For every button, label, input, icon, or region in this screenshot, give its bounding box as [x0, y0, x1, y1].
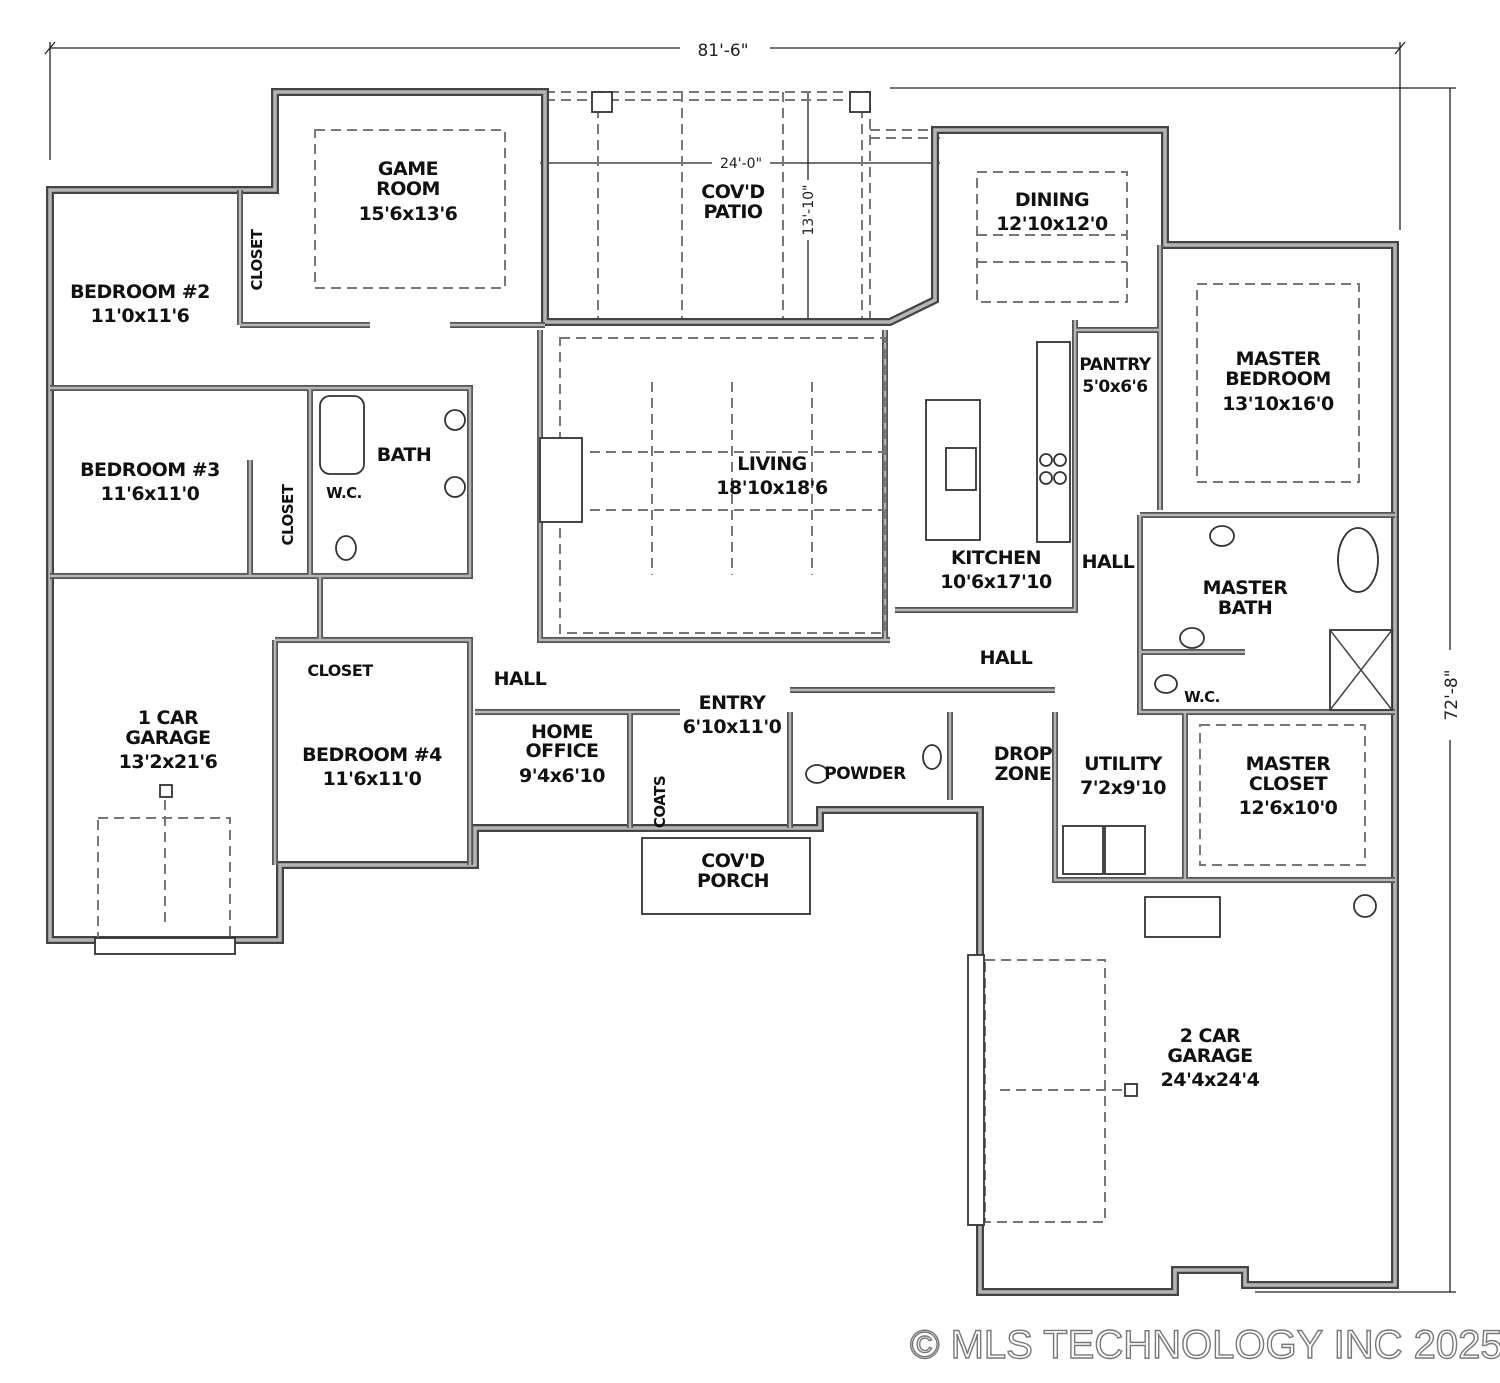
- covered-porch-outline: [641, 837, 811, 915]
- floor-drain-icon: [159, 784, 173, 798]
- room-name: W.C.: [1184, 688, 1220, 706]
- room-size: 13'10x16'0: [1222, 393, 1334, 415]
- room-size: 12'10x12'0: [996, 213, 1108, 235]
- room-name: PORCH: [697, 870, 769, 892]
- room-size: 18'10x18'6: [716, 477, 828, 499]
- sink-icon: [922, 744, 942, 770]
- room-size: 7'2x9'10: [1080, 777, 1166, 799]
- room-name: GARAGE: [1167, 1045, 1252, 1067]
- room-name: MASTER: [1246, 753, 1332, 775]
- room-name: POWDER: [824, 764, 906, 784]
- room-name: CLOSET: [248, 228, 266, 290]
- watermark: © MLS TECHNOLOGY INC 2025: [910, 1323, 1500, 1367]
- room-name: COATS: [651, 776, 669, 828]
- room-size: 11'6x11'0: [323, 768, 422, 790]
- patio-depth-label: 13'-10": [801, 185, 817, 236]
- bathtub-icon: [319, 395, 365, 475]
- room-name: BEDROOM: [1225, 368, 1331, 390]
- room-name: CLOSET: [307, 661, 373, 680]
- dryer-icon: [1104, 825, 1146, 875]
- room-size: 12'6x10'0: [1239, 797, 1338, 819]
- patio-width-dimension: 24'-0": [540, 152, 940, 172]
- room-size: 11'0x11'6: [91, 305, 190, 327]
- cooktop-burner-icon: [1053, 471, 1067, 485]
- room-name: BEDROOM #4: [302, 744, 442, 766]
- room-name: CLOSET: [279, 483, 297, 545]
- sink-icon: [444, 409, 466, 431]
- cooktop-burner-icon: [1039, 471, 1053, 485]
- toilet-icon: [805, 764, 829, 784]
- room-size: 6'10x11'0: [683, 716, 782, 738]
- covered-patio-outline: [545, 91, 940, 322]
- room-name: LIVING: [737, 453, 806, 475]
- room-name: GARAGE: [125, 727, 210, 749]
- garage-storage: [1144, 896, 1221, 938]
- interior-walls: [50, 190, 1395, 883]
- kitchen-counter: [1036, 341, 1071, 543]
- room-size: 9'4x6'10: [519, 765, 605, 787]
- room-name: COV'D: [701, 850, 764, 872]
- room-name: ENTRY: [699, 692, 766, 714]
- room-name: MASTER: [1236, 348, 1322, 370]
- room-name: ZONE: [995, 763, 1052, 785]
- room-size: 24'4x24'4: [1161, 1069, 1260, 1091]
- room-name: DINING: [1015, 189, 1089, 211]
- garage-door: [94, 937, 236, 955]
- room-size: 10'6x17'10: [940, 571, 1052, 593]
- room-labels: GAME ROOM 15'6x13'6 COV'D PATIO DINING 1…: [70, 158, 1338, 1091]
- patio-width-label: 24'-0": [720, 156, 762, 172]
- room-name: BEDROOM #2: [70, 281, 210, 303]
- cooktop-burner-icon: [1039, 453, 1053, 467]
- toilet-icon: [1154, 674, 1178, 694]
- bathtub-icon: [1337, 527, 1379, 593]
- overall-depth-dimension: 72'-8": [890, 87, 1464, 1293]
- exterior-walls: [46, 88, 1399, 1296]
- room-name: BATH: [1218, 597, 1273, 619]
- room-name: DROP: [994, 743, 1053, 765]
- sink-icon: [1179, 627, 1205, 649]
- kitchen-sink-icon: [945, 447, 977, 491]
- room-name: GAME: [378, 158, 438, 180]
- room-name: W.C.: [326, 484, 362, 502]
- toilet-icon: [335, 535, 357, 561]
- room-name: HALL: [494, 668, 547, 690]
- water-heater-icon: [1353, 894, 1377, 918]
- room-name: COV'D: [701, 181, 764, 203]
- room-name: HALL: [980, 647, 1033, 669]
- room-name: KITCHEN: [951, 547, 1041, 569]
- room-name: PANTRY: [1079, 355, 1152, 375]
- room-size: 15'6x13'6: [359, 203, 458, 225]
- room-name: PATIO: [703, 201, 762, 223]
- fireplace: [539, 437, 583, 523]
- garage-door: [967, 954, 985, 1226]
- floor-drain-icon: [1124, 1083, 1138, 1097]
- room-name: CLOSET: [1249, 773, 1328, 795]
- room-name: MASTER: [1203, 577, 1289, 599]
- room-name: 2 CAR: [1180, 1025, 1241, 1047]
- cooktop-burner-icon: [1053, 453, 1067, 467]
- sink-icon: [1209, 525, 1235, 547]
- fixtures: [94, 341, 1393, 1226]
- room-name: BATH: [377, 444, 432, 466]
- washer-icon: [1062, 825, 1104, 875]
- room-name: OFFICE: [525, 740, 598, 762]
- room-name: ROOM: [376, 178, 440, 200]
- room-size: 13'2x21'6: [119, 751, 218, 773]
- room-name: UTILITY: [1084, 753, 1163, 775]
- sink-icon: [444, 476, 466, 498]
- room-name: BEDROOM #3: [80, 459, 220, 481]
- room-name: HALL: [1082, 551, 1135, 573]
- patio-depth-dimension: 13'-10": [798, 92, 818, 322]
- overall-depth-label: 72'-8": [1442, 669, 1462, 720]
- overall-width-dimension: 81'-6": [44, 36, 1406, 230]
- room-name: 1 CAR: [138, 707, 199, 729]
- room-size: 5'0x6'6: [1082, 377, 1147, 397]
- overall-width-label: 81'-6": [697, 41, 748, 61]
- room-size: 11'6x11'0: [101, 483, 200, 505]
- room-name: HOME: [531, 721, 593, 743]
